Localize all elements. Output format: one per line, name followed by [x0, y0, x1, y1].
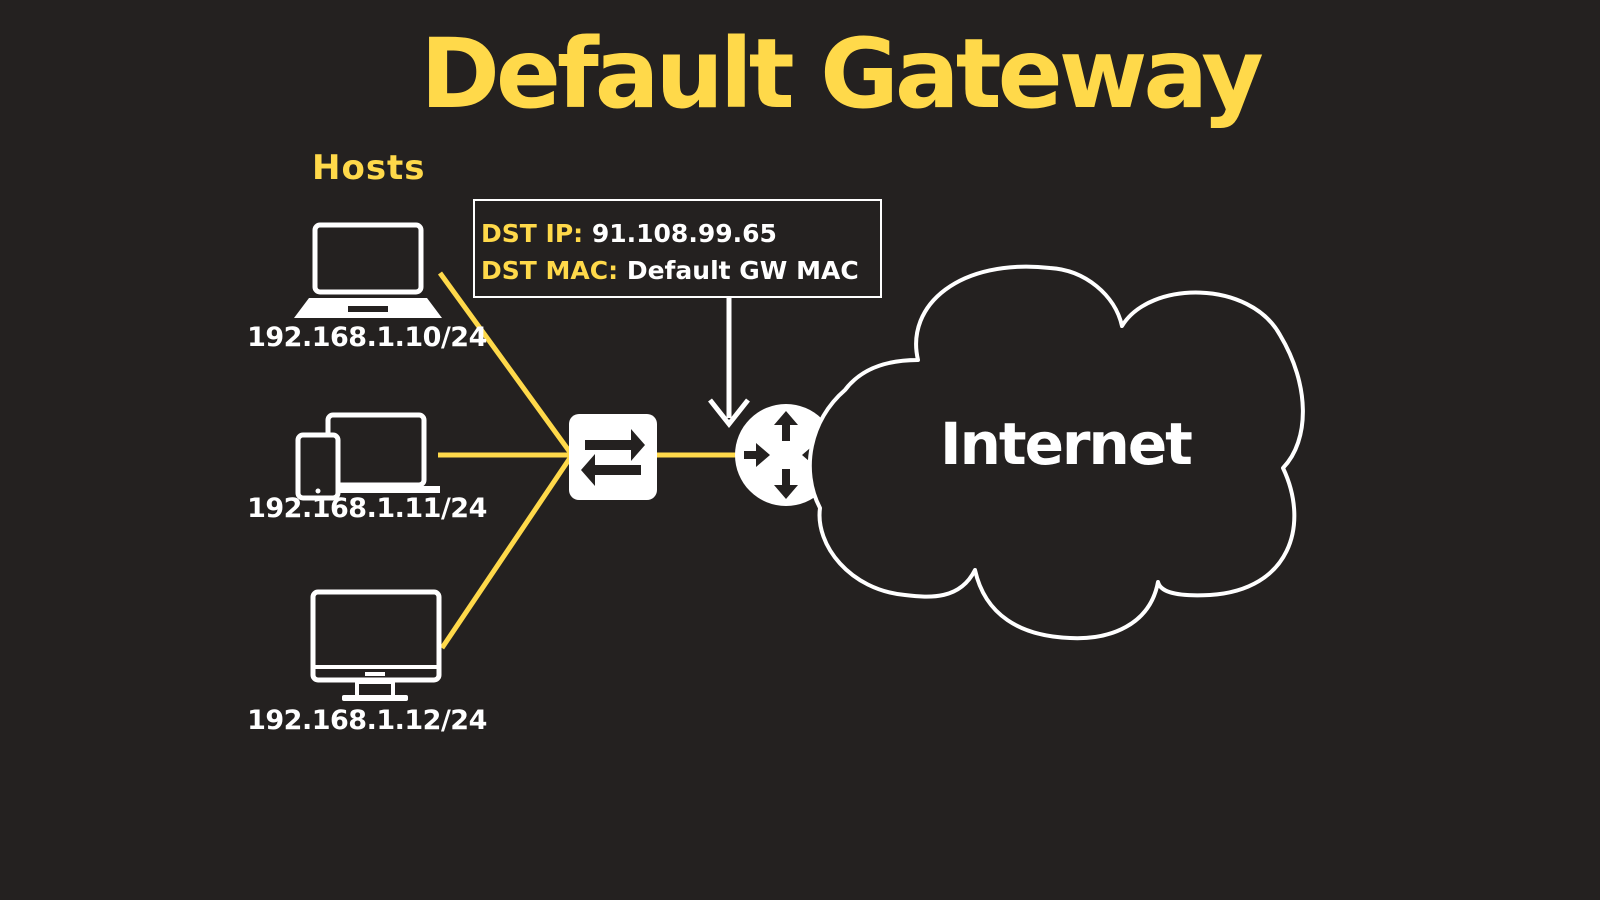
switch-icon [569, 414, 657, 500]
dst-mac-label: DST MAC: [481, 256, 619, 285]
packet-dst-mac: DST MAC: Default GW MAC [481, 252, 874, 289]
devices-icon [295, 412, 440, 501]
packet-dst-ip: DST IP: 91.108.99.65 [481, 215, 874, 252]
dst-ip-value: 91.108.99.65 [591, 219, 777, 248]
hosts-label: Hosts [312, 148, 426, 188]
host-ip-label: 192.168.1.12/24 [247, 705, 487, 736]
dst-mac-value: Default GW MAC [626, 256, 859, 285]
host-ip-label: 192.168.1.11/24 [247, 493, 487, 524]
desktop-icon [310, 589, 442, 701]
packet-arrow [708, 296, 750, 429]
internet-label: Internet [940, 410, 1193, 478]
laptop-icon [294, 222, 442, 318]
host-ip-label: 192.168.1.10/24 [247, 322, 487, 353]
dst-ip-label: DST IP: [481, 219, 584, 248]
diagram-title: Default Gateway [420, 18, 1264, 130]
link-desktop-switch [439, 453, 575, 650]
packet-header-box: DST IP: 91.108.99.65 DST MAC: Default GW… [473, 199, 882, 298]
cloud-icon [807, 264, 1305, 641]
link-laptop-switch [437, 271, 575, 457]
